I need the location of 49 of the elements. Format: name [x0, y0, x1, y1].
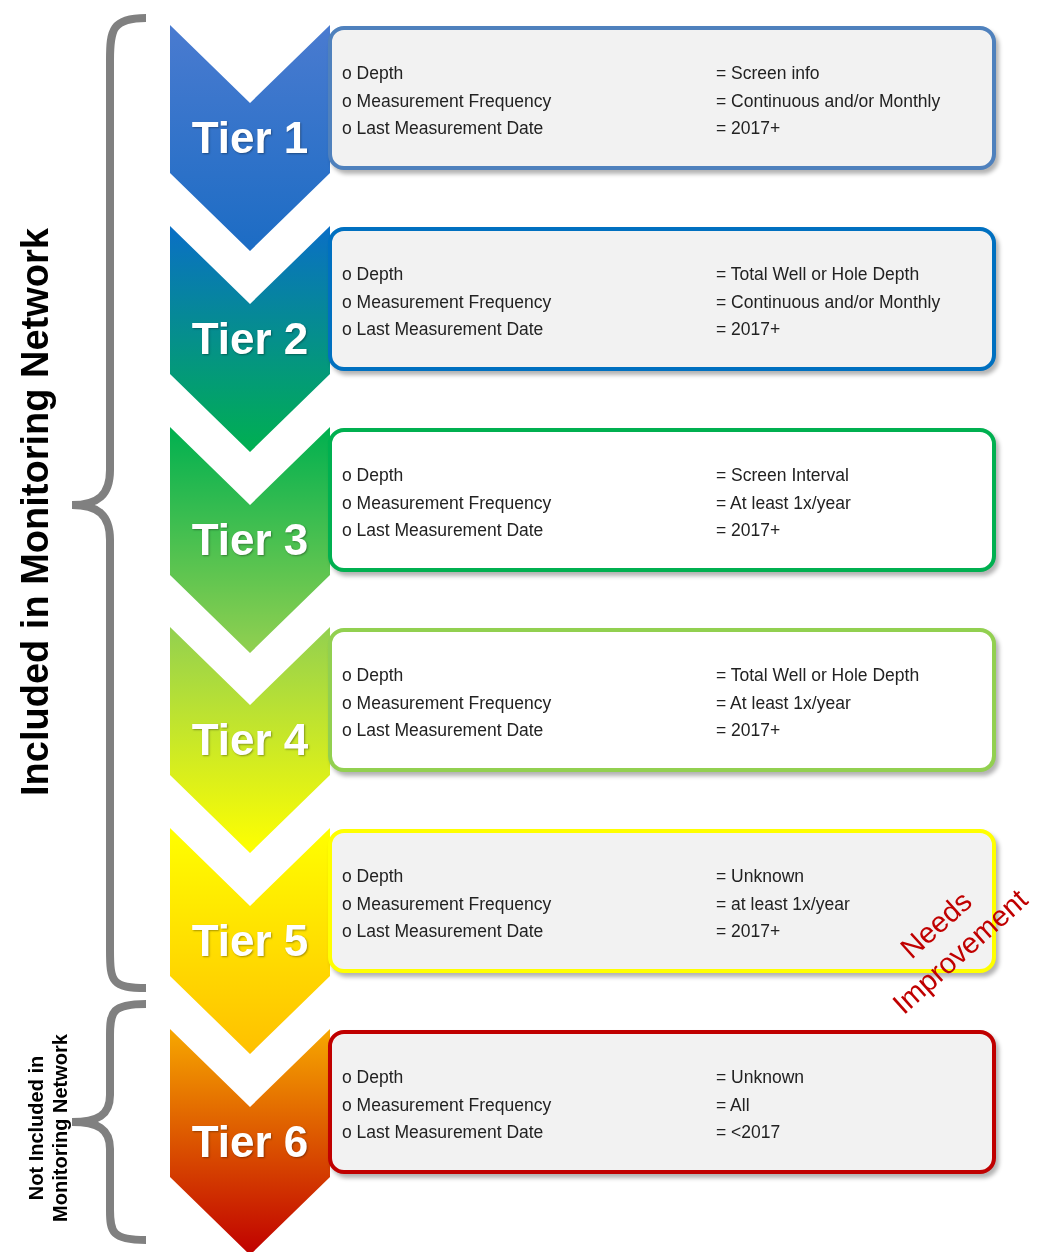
criteria-panel	[328, 227, 996, 371]
criteria-item: o Measurement Frequency	[342, 1093, 552, 1116]
bracket-label: Not Included in Monitoring Network	[24, 1033, 72, 1224]
criteria-item: o Depth	[342, 62, 404, 84]
criteria-item: o Last Measurement Date	[342, 519, 544, 541]
criteria-value: = Continuous and/or Monthly	[716, 89, 941, 112]
criteria-value: = Unknown	[716, 865, 805, 887]
criteria-item: o Last Measurement Date	[342, 719, 544, 741]
criteria-panel	[328, 26, 996, 170]
criteria-item: o Depth	[342, 263, 404, 285]
criteria-value: = Screen Interval	[716, 464, 849, 486]
criteria-value: = 2017+	[716, 920, 781, 942]
criteria-value: = 2017+	[716, 117, 781, 139]
criteria-item: o Last Measurement Date	[342, 318, 544, 340]
tier-label: Tier 1	[190, 113, 310, 163]
criteria-value: = 2017+	[716, 519, 781, 541]
criteria-value: = At least 1x/year	[716, 691, 851, 714]
bracket-label: Included in Monitoring Network	[13, 227, 57, 798]
criteria-item: o Measurement Frequency	[342, 290, 552, 313]
criteria-item: o Depth	[342, 865, 404, 887]
criteria-item: o Last Measurement Date	[342, 117, 544, 139]
tier-label: Tier 6	[190, 1117, 310, 1167]
criteria-panel	[328, 628, 996, 772]
criteria-value: = Unknown	[716, 1066, 805, 1088]
criteria-value: = At least 1x/year	[716, 491, 851, 514]
criteria-value: = All	[716, 1093, 750, 1116]
criteria-item: o Depth	[342, 664, 404, 686]
criteria-value: = 2017+	[716, 719, 781, 741]
criteria-panel	[328, 1030, 996, 1174]
criteria-item: o Depth	[342, 1066, 404, 1088]
tier-label: Tier 3	[190, 515, 310, 565]
criteria-item: o Measurement Frequency	[342, 892, 552, 915]
criteria-item: o Depth	[342, 464, 404, 486]
tier-label: Tier 2	[190, 314, 310, 364]
criteria-value: = 2017+	[716, 318, 781, 340]
criteria-value: = <2017	[716, 1121, 781, 1143]
criteria-item: o Measurement Frequency	[342, 491, 552, 514]
criteria-value: = at least 1x/year	[716, 892, 850, 915]
tier-label: Tier 4	[190, 715, 310, 765]
criteria-value: = Screen info	[716, 62, 820, 84]
criteria-item: o Measurement Frequency	[342, 691, 552, 714]
criteria-value: = Continuous and/or Monthly	[716, 290, 941, 313]
criteria-value: = Total Well or Hole Depth	[716, 664, 920, 686]
criteria-item: o Last Measurement Date	[342, 920, 544, 942]
criteria-panel	[328, 428, 996, 572]
criteria-item: o Measurement Frequency	[342, 89, 552, 112]
criteria-value: = Total Well or Hole Depth	[716, 263, 920, 285]
tier-label: Tier 5	[190, 916, 310, 966]
criteria-item: o Last Measurement Date	[342, 1121, 544, 1143]
